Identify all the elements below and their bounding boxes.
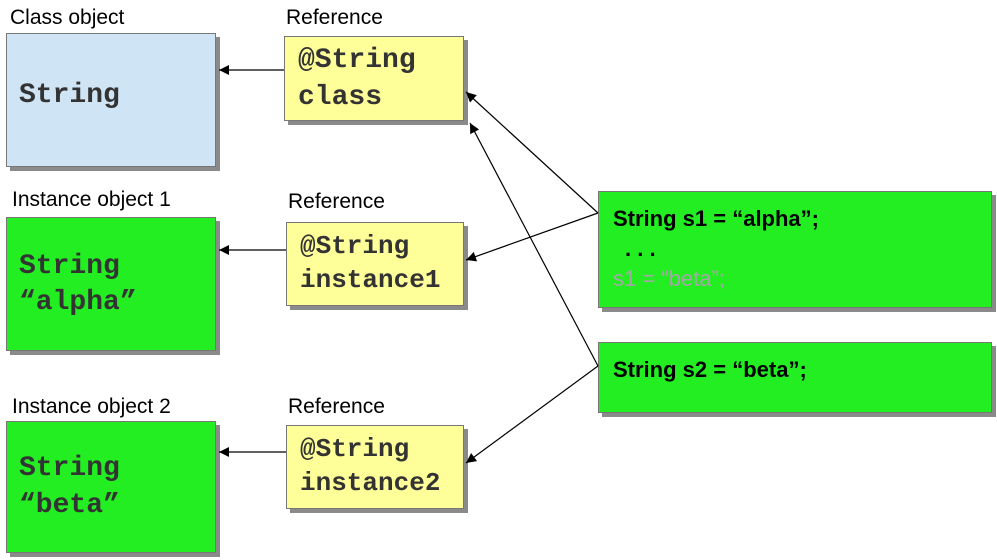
- reference-instance1-box: @String instance1: [286, 222, 464, 306]
- instance-object-2-label: Instance object 2: [12, 395, 171, 418]
- instance-object-1-label: Instance object 1: [12, 188, 171, 211]
- reference-instance2-box: @String instance2: [286, 425, 464, 509]
- reference-label-instance1: Reference: [288, 190, 385, 213]
- reference-class-name: class: [298, 82, 383, 113]
- code-box-s1: String s1 = “alpha”; . . . s1 = “beta”;: [598, 191, 992, 308]
- code-s1-declaration: String s1 = “alpha”;: [613, 206, 819, 231]
- code-s2-declaration: String s2 = “beta”;: [613, 357, 807, 382]
- reference-instance1-type: @String: [300, 231, 410, 261]
- code-box-s2: String s2 = “beta”;: [598, 342, 992, 413]
- reference-label-class: Reference: [286, 6, 383, 29]
- reference-class-type: @String: [298, 45, 416, 76]
- instance-object-1-value: “alpha”: [19, 287, 137, 318]
- code-s1-reassignment: s1 = “beta”;: [613, 266, 725, 291]
- code-ellipsis: . . .: [625, 236, 656, 261]
- arrow-s2-to-ref-instance2: [465, 365, 599, 464]
- class-object-text: String: [19, 80, 120, 111]
- instance-object-1-type: String: [19, 251, 120, 282]
- instance-object-2-box: String “beta”: [6, 421, 216, 553]
- reference-instance2-name: instance2: [300, 468, 441, 498]
- reference-instance2-type: @String: [300, 434, 410, 464]
- reference-label-instance2: Reference: [288, 395, 385, 418]
- reference-instance1-name: instance1: [300, 265, 441, 295]
- instance-object-2-type: String: [19, 453, 120, 484]
- reference-class-box: @String class: [284, 36, 464, 121]
- arrow-s1-to-ref-class: [465, 91, 599, 214]
- arrow-s2-to-ref-class: [469, 122, 599, 367]
- instance-object-2-value: “beta”: [19, 490, 120, 521]
- instance-object-1-box: String “alpha”: [6, 217, 216, 351]
- class-object-label: Class object: [10, 6, 125, 29]
- arrow-s1-to-ref-instance1: [465, 212, 599, 262]
- class-object-box: String: [6, 33, 216, 167]
